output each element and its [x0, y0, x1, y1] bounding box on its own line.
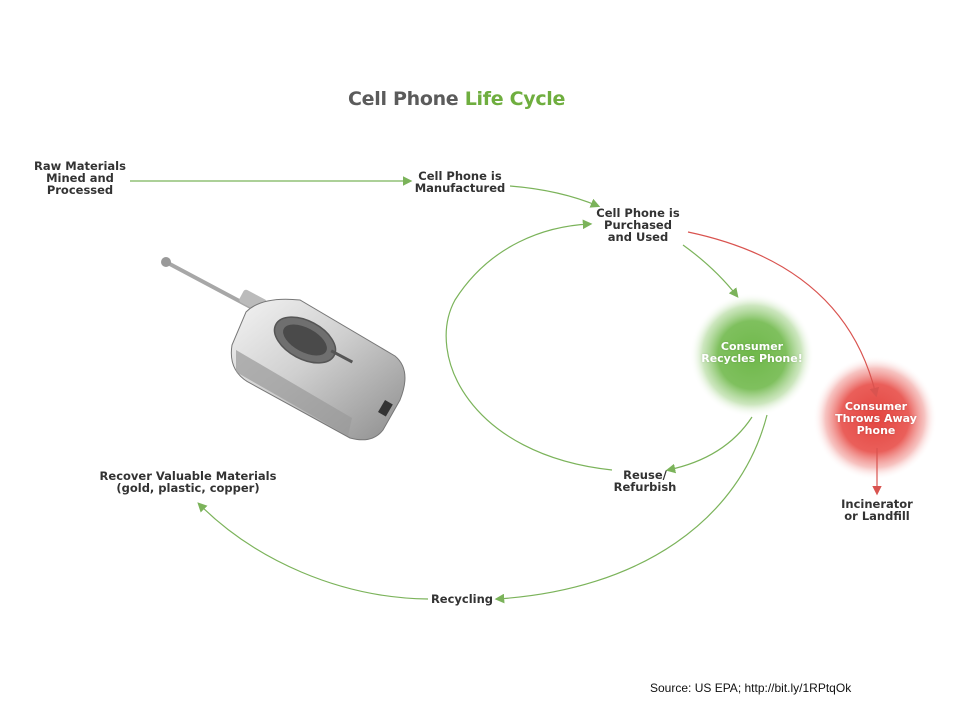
title-part-1: Cell Phone — [348, 88, 459, 110]
throws-away-bubble — [813, 356, 937, 480]
node-manufactured: Cell Phone is Manufactured — [414, 169, 506, 195]
arrow-recycles-to-recycling — [494, 414, 768, 604]
arrow-purchased-to-recycles — [682, 244, 739, 298]
diagram-title: Cell Phone Life Cycle — [348, 88, 565, 110]
node-recycles: Consumer Recycles Phone! — [701, 340, 803, 365]
arrow-recycles-to-reuse — [665, 416, 753, 474]
flip-phone-image — [161, 257, 406, 441]
source-citation: Source: US EPA; http://bit.ly/1RPtqOk — [650, 681, 852, 695]
title-part-2: Life Cycle — [464, 88, 566, 110]
recycles-bubble — [690, 293, 814, 417]
node-purchased: Cell Phone is Purchased and Used — [596, 206, 680, 244]
node-reuse: Reuse/ Refurbish — [613, 468, 677, 494]
arrow-purchased-to-throws-away — [687, 231, 879, 398]
node-recycling: Recycling — [430, 592, 494, 606]
arrow-manufactured-to-purchased — [509, 185, 601, 208]
arrow-reuse-loop-to-purchased — [445, 219, 613, 471]
node-recover: Recover Valuable Materials (gold, plasti… — [99, 469, 277, 495]
node-raw-materials: Raw Materials Mined and Processed — [34, 159, 126, 197]
node-incinerator: Incinerator or Landfill — [841, 497, 913, 523]
arrow-recycling-to-recover — [197, 502, 429, 600]
node-throws-away: Consumer Throws Away Phone — [835, 400, 917, 437]
